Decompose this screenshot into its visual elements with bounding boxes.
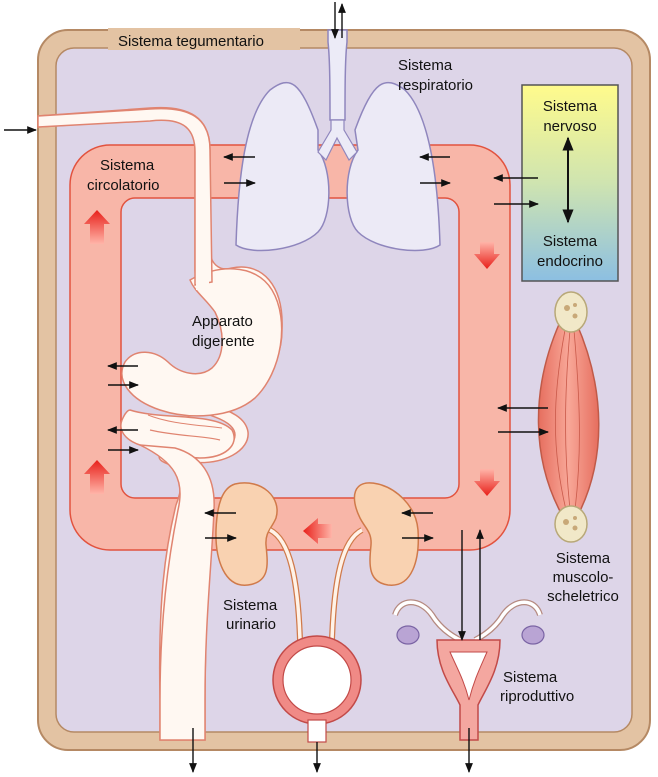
flow-arrow-down-top [474, 242, 500, 269]
bone-bottom [554, 505, 588, 543]
label-digerente-1: Apparato [192, 313, 253, 330]
lungs [235, 29, 441, 252]
reproductive-organs [392, 599, 545, 741]
flow-arrow-up-bottom [84, 460, 110, 494]
label-nervoso-2: nervoso [543, 118, 596, 135]
label-digerente-2: digerente [192, 333, 255, 350]
exchange-arrows [4, 2, 549, 773]
label-respiratorio-2: respiratorio [398, 77, 473, 94]
label-respiratorio-1: Sistema [398, 57, 453, 74]
stomach [121, 268, 283, 417]
kidney-left [215, 482, 278, 586]
label-urinario-2: urinario [226, 616, 276, 633]
esophagus [37, 107, 213, 286]
circulatory-loop [69, 144, 511, 551]
label-circolatorio-2: circolatorio [87, 177, 160, 194]
muscle [537, 291, 600, 543]
ovary-right [521, 625, 545, 645]
label-endocrino-2: endocrino [537, 253, 603, 270]
flow-arrow-left-bottom [303, 518, 332, 544]
lower-intestine [139, 444, 215, 741]
label-endocrino-1: Sistema [543, 233, 598, 250]
flow-arrow-up-top [84, 210, 110, 244]
label-riproduttivo-1: Sistema [503, 669, 558, 686]
label-urinario-1: Sistema [223, 597, 278, 614]
bone-top [554, 291, 588, 333]
label-riproduttivo-2: riproduttivo [500, 688, 574, 705]
label-muscolo-3: scheletrico [547, 588, 619, 605]
flow-arrow-down-bottom [474, 469, 500, 496]
label-muscolo-1: Sistema [556, 550, 611, 567]
label-nervoso-1: Sistema [543, 98, 598, 115]
label-muscolo-2: muscolo- [553, 569, 614, 586]
kidney-right [353, 482, 420, 586]
label-tegumentario: Sistema tegumentario [118, 33, 264, 50]
ovary-left [396, 625, 420, 645]
label-circolatorio-1: Sistema [100, 157, 155, 174]
